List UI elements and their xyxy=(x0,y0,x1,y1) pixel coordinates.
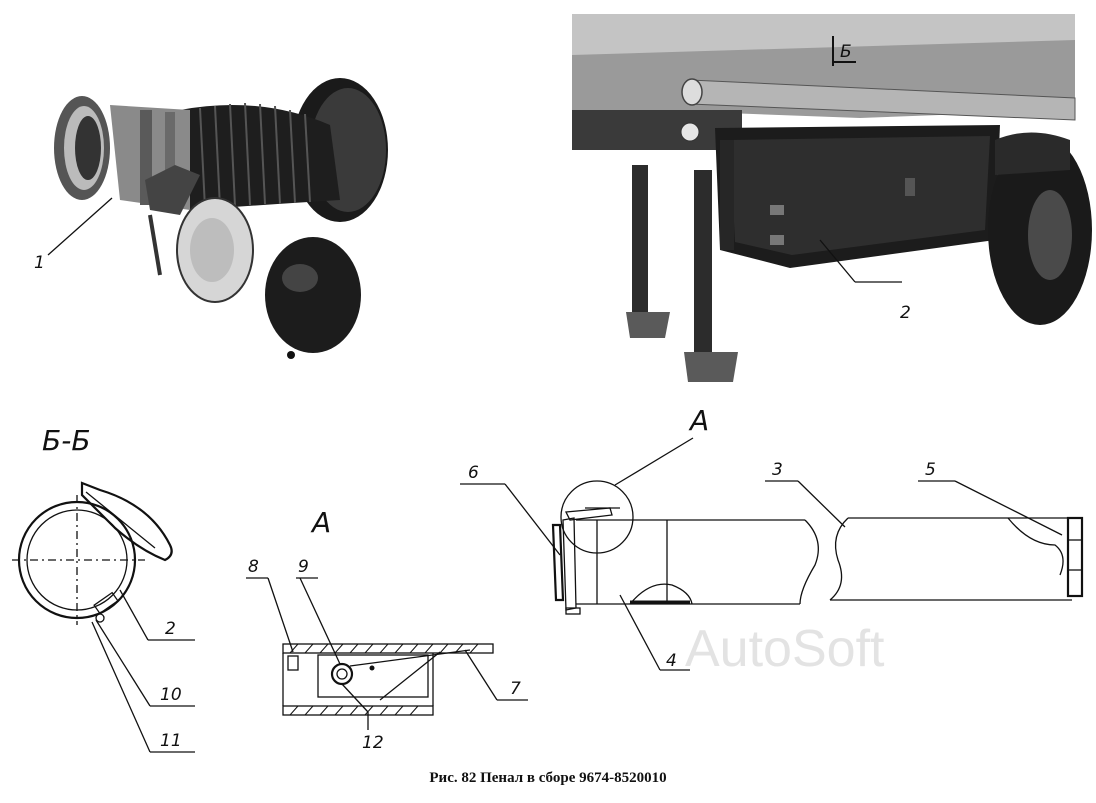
section-bb-drawing xyxy=(12,481,195,753)
detail-a-drawing xyxy=(246,577,528,730)
callout-11: 11 xyxy=(160,731,182,751)
callout-6: 6 xyxy=(468,463,479,483)
photo-leaders xyxy=(47,197,902,283)
callout-7: 7 xyxy=(510,679,521,699)
callout-8: 8 xyxy=(248,557,259,577)
section-marker-b: Б xyxy=(840,42,852,62)
callout-12: 12 xyxy=(362,733,384,753)
section-bb-title: Б-Б xyxy=(42,424,91,457)
case-side-view xyxy=(460,437,1084,671)
detail-a-title: А xyxy=(310,506,331,539)
callout-5: 5 xyxy=(925,460,936,480)
callout-9: 9 xyxy=(298,557,309,577)
callout-4: 4 xyxy=(666,651,677,671)
callout-10: 10 xyxy=(160,685,182,705)
callout-1: 1 xyxy=(34,253,45,273)
photo-truck-case: Б xyxy=(572,14,1092,382)
figure-caption: Рис. 82 Пенал в сборе 9674-8520010 xyxy=(429,770,667,786)
callout-3: 3 xyxy=(772,460,783,480)
callout-2-photo: 2 xyxy=(900,303,911,323)
callout-2-section: 2 xyxy=(165,619,176,639)
callout-a-label: А xyxy=(688,404,709,437)
watermark-text: AutoSoft xyxy=(685,620,885,678)
photo-hose-coupling xyxy=(54,78,388,359)
